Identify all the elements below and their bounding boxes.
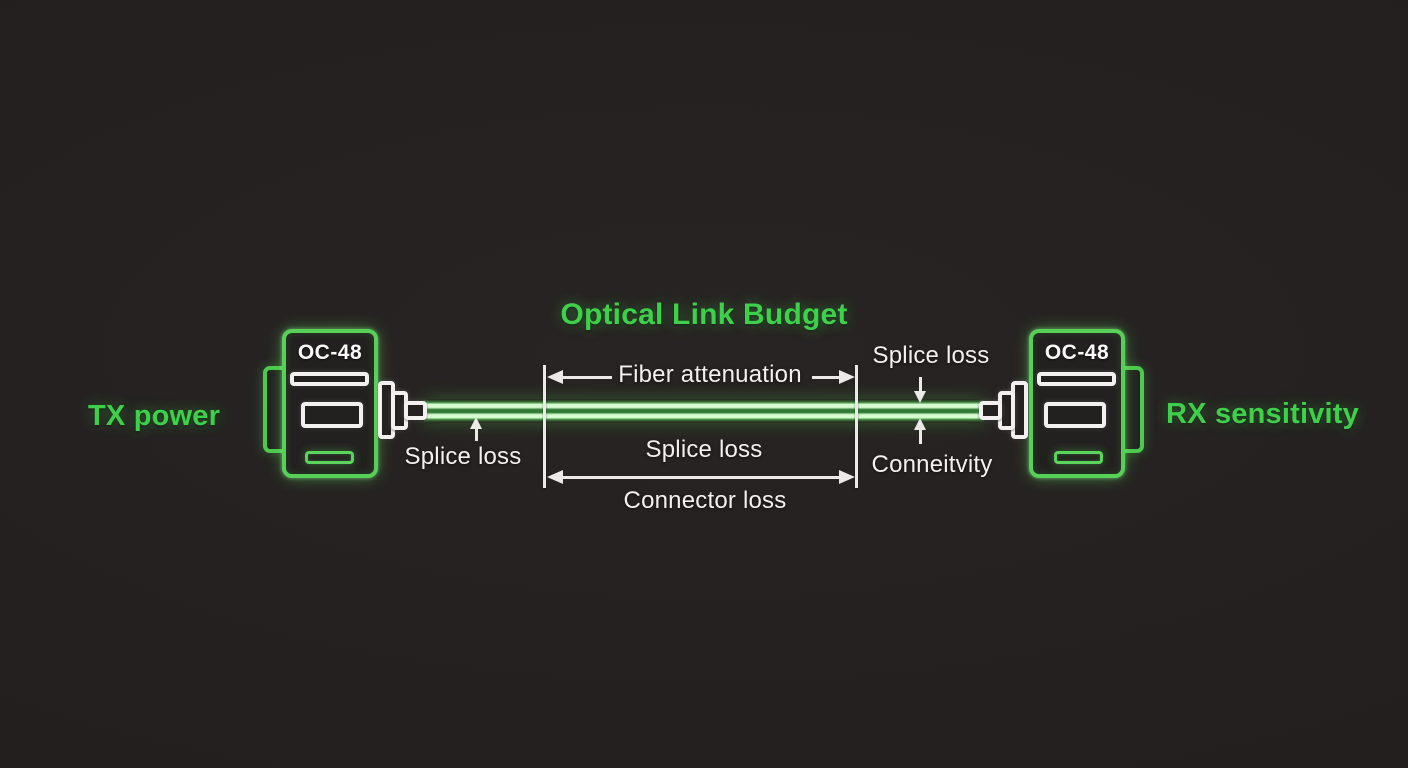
- pointer-line: [919, 377, 922, 392]
- right-splice-loss-label: Splice loss: [872, 342, 990, 369]
- left-device-vent: [305, 451, 354, 464]
- span-line: [561, 476, 841, 479]
- dimension-tick-left: [543, 365, 546, 488]
- up-arrowhead-icon: [914, 418, 926, 430]
- connectivity-label: Conneitvity: [871, 451, 993, 478]
- center-splice-loss-label: Splice loss: [645, 436, 763, 463]
- left-arrowhead-icon: [547, 470, 563, 484]
- left-splice-loss-label: Splice loss: [404, 443, 522, 470]
- rx-sensitivity-label: RX sensitivity: [1166, 398, 1359, 430]
- diagram-title: Optical Link Budget: [560, 298, 848, 331]
- right-arrowhead-icon: [839, 370, 855, 384]
- dimension-line-right: [812, 376, 842, 379]
- left-device-slot: [290, 372, 369, 386]
- left-connector-ferrule: [404, 401, 427, 420]
- fiber-attenuation-label: Fiber attenuation: [618, 361, 802, 388]
- connector-loss-label: Connector loss: [623, 487, 787, 514]
- left-device-label: OC-48: [297, 341, 363, 364]
- right-arrowhead-icon: [839, 470, 855, 484]
- up-arrowhead-icon: [470, 417, 482, 429]
- dimension-tick-right: [855, 365, 858, 488]
- tx-power-label: TX power: [88, 400, 221, 432]
- right-device-port: [1044, 402, 1106, 428]
- left-device-port: [301, 402, 363, 428]
- right-device-vent: [1054, 451, 1103, 464]
- pointer-line: [475, 427, 478, 441]
- fiber-link: [424, 399, 984, 423]
- down-arrowhead-icon: [914, 391, 926, 403]
- right-connector-ferrule: [979, 401, 1002, 420]
- right-device-slot: [1037, 372, 1116, 386]
- pointer-line: [919, 428, 922, 444]
- dimension-line-left: [561, 376, 612, 379]
- left-arrowhead-icon: [547, 370, 563, 384]
- right-device-label: OC-48: [1044, 341, 1110, 364]
